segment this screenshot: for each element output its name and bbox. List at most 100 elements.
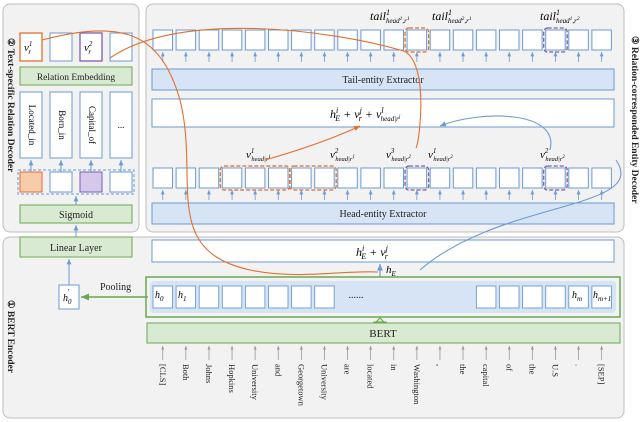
entity-span-highlight — [543, 27, 568, 53]
token-vector-cell — [152, 167, 173, 189]
head-extractor-label: Head-entity Extractor — [340, 209, 428, 220]
relation-to-tail-curve — [41, 30, 379, 276]
token-vector-cell — [591, 29, 612, 51]
token-vector-cell — [198, 29, 220, 51]
relation-name-box — [109, 91, 133, 159]
relation-vector-cell — [49, 32, 73, 62]
token-vector-cell — [198, 167, 220, 189]
token-vector-cell — [429, 29, 451, 51]
input-token: Johns — [204, 364, 214, 383]
encoder-hidden-cell — [522, 285, 543, 309]
tail-extractor-box — [151, 68, 615, 91]
encoder-output-row — [152, 285, 612, 309]
input-token: and — [273, 364, 283, 377]
token-vector-cell — [406, 167, 428, 189]
pooling-label: Pooling — [100, 282, 131, 293]
token-vector-cell — [568, 167, 589, 189]
head-extractor-box — [151, 202, 615, 225]
encoder-hidden-cell — [198, 285, 220, 309]
entity-span-highlight — [404, 165, 430, 191]
encoder-cell-label-h1: h1 — [178, 290, 187, 303]
token-vector-cell — [522, 167, 543, 189]
token-vector-cell — [337, 167, 358, 189]
token-vector-cell — [475, 167, 497, 189]
input-token: located — [366, 364, 376, 389]
relation-name-box — [49, 91, 73, 159]
encoder-hidden-cell — [545, 285, 566, 309]
token-vector-cell — [221, 167, 243, 189]
relation-score-cell — [109, 171, 133, 193]
bert-box — [146, 322, 621, 344]
token-vector-cell — [314, 167, 335, 189]
relation-scores-row — [17, 169, 135, 195]
token-vector-cell — [383, 29, 404, 51]
encoder-hidden-cell — [314, 285, 335, 309]
token-vector-cell — [291, 29, 312, 51]
sigmoid-label: Sigmoid — [59, 210, 93, 221]
encoder-hidden-cell — [499, 285, 520, 309]
bert-label: BERT — [369, 328, 397, 340]
token-vector-cell — [452, 29, 474, 51]
head-output-row — [152, 165, 612, 200]
encoder-hidden-cell — [221, 285, 243, 309]
head-input-sum-box — [151, 239, 615, 263]
token-vector-cell — [291, 167, 312, 189]
input-token: University — [250, 364, 260, 401]
entity-span-highlight — [288, 165, 337, 191]
input-token: of — [504, 364, 514, 371]
encoder-cell-label-hm: hm — [572, 290, 582, 303]
relation-embedding-box — [19, 66, 133, 86]
input-token: are — [343, 364, 353, 375]
tail-output-row — [152, 27, 612, 62]
encoder-hidden-cell — [475, 285, 497, 309]
token-vector-cell — [268, 29, 289, 51]
relation-name-born-in: Born_in — [57, 110, 67, 140]
token-vector-cell — [244, 167, 266, 189]
token-vector-cell — [499, 167, 520, 189]
entity-span-highlight — [404, 27, 430, 53]
relation-vector-cell — [19, 32, 43, 62]
relation-score-cell-active — [79, 171, 103, 193]
token-vector-cell — [152, 29, 173, 51]
token-vector-cell — [337, 29, 358, 51]
token-vector-cell — [175, 29, 197, 51]
input-token: capital — [481, 364, 491, 387]
tail-extractor-label: Tail-entity Extractor — [342, 75, 424, 86]
token-vector-cell — [499, 29, 520, 51]
entity-span-highlight — [543, 165, 568, 191]
token-vector-cell — [221, 29, 243, 51]
token-vector-cell — [244, 29, 266, 51]
token-vector-cell — [406, 29, 428, 51]
encoder-hidden-cell — [591, 285, 612, 309]
tail-input-sum-box — [151, 98, 615, 128]
relation-to-head-curve — [109, 27, 422, 149]
entity-span-highlight — [219, 165, 291, 191]
token-vector-cell — [475, 29, 497, 51]
token-vector-cell — [175, 167, 197, 189]
encoder-hidden-cell — [175, 285, 197, 309]
token-vector-cell — [429, 167, 451, 189]
encoder-hidden-cell — [291, 285, 312, 309]
bert-encoder-title: ① BERT Encoder — [5, 300, 16, 374]
relation-vector-cell — [79, 32, 103, 62]
encoder-cell-label-hm1: hm+1 — [593, 290, 611, 303]
token-vector-cell — [522, 29, 543, 51]
relation-name-capital-of: Capital_of — [87, 106, 97, 144]
relation-vector-row — [19, 32, 133, 62]
token-vector-cell — [545, 167, 566, 189]
token-vector-cell — [268, 167, 289, 189]
head-to-tail-blue-curve — [419, 159, 622, 271]
relation-embedding-label: Relation Embedding — [37, 73, 116, 83]
relation-name-box — [79, 91, 103, 159]
relation-score-cell — [49, 171, 73, 193]
input-token: the — [527, 364, 537, 375]
input-token: in — [389, 364, 399, 371]
input-token: Both — [181, 364, 191, 381]
